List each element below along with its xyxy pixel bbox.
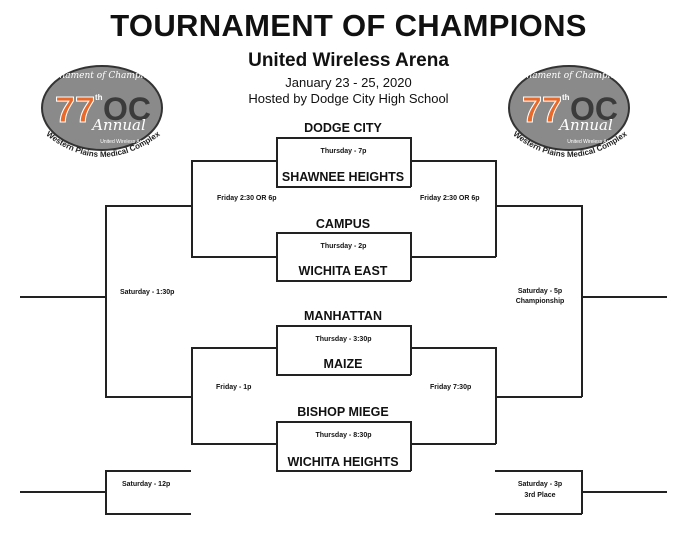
- team-dodge-city: DODGE CITY: [304, 121, 382, 135]
- logo-tag: Annual: [557, 116, 613, 134]
- round-label-sat-right-bottom: Saturday - 3p: [517, 481, 563, 488]
- team-manhattan: MANHATTAN: [304, 309, 382, 323]
- round-label-third-place: 3rd Place: [524, 492, 556, 499]
- logo-suffix: th: [95, 93, 103, 102]
- svg-text:OC: OC: [103, 91, 151, 127]
- round-label-championship: Championship: [515, 298, 565, 305]
- logo-suffix: th: [562, 93, 570, 102]
- team-maize: MAIZE: [323, 357, 363, 371]
- game-time-1: Thursday - 7p: [320, 148, 367, 155]
- svg-text:OC: OC: [570, 91, 618, 127]
- game-time-4: Thursday - 8:30p: [315, 432, 372, 439]
- page-title: TOURNAMENT OF CHAMPIONS: [110, 8, 587, 43]
- host-line: Hosted by Dodge City High School: [248, 91, 449, 106]
- team-wichita-east: WICHITA EAST: [298, 264, 388, 278]
- team-campus: CAMPUS: [315, 217, 371, 231]
- team-bishop-miege: BISHOP MIEGE: [297, 405, 389, 419]
- round-label-sat-left: Saturday - 1:30p: [120, 289, 175, 296]
- round-label-fri-right-top: Friday 2:30 OR 6p: [420, 195, 480, 202]
- game-time-2: Thursday - 2p: [320, 243, 367, 250]
- logo-number: 77: [55, 89, 95, 130]
- round-label-fri-left-top: Friday 2:30 OR 6p: [217, 195, 277, 202]
- arena-name: United Wireless Arena: [248, 50, 449, 71]
- logo-arena-text: United Wireless Arena: [100, 139, 150, 145]
- round-label-sat-right: Saturday - 5p: [517, 288, 563, 295]
- tournament-logo-right: Tournament of Champions 77 th OC Annual …: [504, 58, 634, 168]
- tournament-logo-left: Tournament of Champions 77 th OC Annual …: [37, 58, 167, 168]
- logo-number: 77: [522, 89, 562, 130]
- round-label-fri-left-bottom: Friday - 1p: [216, 384, 252, 391]
- team-shawnee-heights: SHAWNEE HEIGHTS: [281, 170, 405, 184]
- team-wichita-heights: WICHITA HEIGHTS: [287, 455, 399, 469]
- logo-script-text: Tournament of Champions: [39, 71, 160, 81]
- logo-arena-text: United Wireless Arena: [567, 139, 617, 145]
- round-label-sat-left-bottom: Saturday - 12p: [122, 481, 171, 488]
- round-label-fri-right-bottom: Friday 7:30p: [430, 384, 472, 391]
- logo-script-text: Tournament of Champions: [506, 71, 627, 81]
- game-time-3: Thursday - 3:30p: [315, 336, 372, 343]
- tournament-dates: January 23 - 25, 2020: [285, 75, 412, 90]
- logo-tag: Annual: [90, 116, 146, 134]
